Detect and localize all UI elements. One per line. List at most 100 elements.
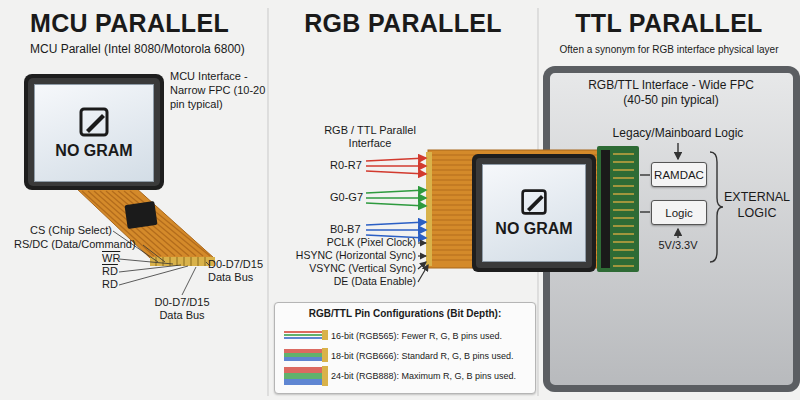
pcb-connector: [597, 146, 639, 272]
leader-line: [182, 267, 196, 295]
mcu-fpc: [184, 257, 185, 266]
mcu-fpc: [124, 191, 203, 256]
pcb-connector: [613, 193, 634, 195]
mcu-fpc: [177, 257, 178, 266]
pcb-connector: [597, 146, 639, 272]
box-label: Logic: [665, 207, 693, 219]
pcb-connector: [613, 225, 634, 227]
signal-name: RD: [102, 278, 118, 291]
signal-name: R0-R7: [330, 159, 362, 172]
display-screen: NO GRAM: [482, 164, 586, 262]
pcb-connector: [613, 153, 634, 155]
mcu-display-bezel: [24, 74, 164, 190]
pcb-connector: [613, 185, 634, 187]
bus-label: D0-D7/D15 Data Bus: [208, 258, 268, 284]
box-label: RAMDAC: [654, 169, 704, 181]
pcb-connector: [613, 201, 634, 203]
no-gram-icon: [520, 188, 548, 216]
logic-arrow: [640, 174, 650, 175]
mcu-display-bezel: [28, 78, 160, 186]
leader-line: [119, 266, 188, 285]
leader-line: [119, 265, 181, 272]
leader-line: [119, 259, 173, 264]
signal-name: WR: [102, 252, 120, 265]
display-screen: NO GRAM: [34, 84, 154, 182]
mcu-fpc: [191, 257, 192, 266]
pcb-connector: [613, 209, 634, 211]
signal-name: PCLK (Pixel Clock): [282, 236, 416, 249]
signal-arrow: [418, 255, 426, 256]
signal-arrow: [418, 265, 428, 282]
mcu-fpc: [205, 257, 206, 266]
mcu-display-bezel: [24, 74, 164, 190]
mcu-fpc: [170, 257, 171, 266]
pcb-connector: [613, 161, 634, 163]
signal-arrow: [418, 262, 426, 269]
section-heading: MCU PARALLEL: [30, 8, 229, 38]
signal-arrow: [366, 171, 426, 174]
section-heading: TTL PARALLEL: [538, 8, 800, 38]
rgb-fpc: [426, 152, 432, 266]
pcb-connector: [613, 169, 634, 171]
signal-arrow: [366, 158, 426, 161]
leader-line: [143, 245, 165, 262]
group-label: EXTERNAL LOGIC: [722, 190, 792, 221]
rgb-display-bezel: [476, 158, 592, 268]
no-gram-icon: [78, 106, 110, 138]
logic-arrow: [677, 229, 678, 238]
signal-name: G0-G7: [330, 191, 363, 204]
logic-note: Legacy/Mainboard Logic: [603, 126, 753, 140]
voltage-label: 5V/3.3V: [650, 239, 706, 252]
logic-arrow: [677, 143, 678, 159]
signal-arrow: [366, 222, 426, 225]
signal-arrow: [366, 197, 426, 199]
section-divider: [268, 8, 269, 396]
interface-note: MCU Interface - Narrow FPC (10-20 pin ty…: [170, 70, 268, 111]
signal-arrow: [366, 203, 426, 206]
no-gram-icon: [86, 114, 105, 133]
section-subtitle: MCU Parallel (Intel 8080/Motorola 6800): [30, 42, 245, 56]
config-row: 16-bit (RGB565): Fewer R, G, B pins used…: [331, 331, 502, 341]
pcb-connector: [613, 249, 634, 251]
pcb-connector: [613, 233, 634, 235]
signal-name: HSYNC (Horizontal Sync): [282, 249, 416, 262]
config-row: 18-bit (RGB666): Standard R, G, B pins u…: [331, 351, 514, 361]
signal-name: RS/DC (Data/Command): [14, 238, 136, 251]
signal-name: B0-B7: [330, 223, 361, 236]
signal-arrow: [366, 165, 426, 167]
panel-heading: RGB/TTL Interface - Wide FPC (40-50 pin …: [576, 78, 766, 108]
signal-arrow: [366, 190, 426, 193]
no-gram-icon: [523, 191, 546, 214]
rgb-fpc: [426, 150, 606, 268]
no-gram-icon: [81, 109, 107, 135]
no-gram-icon: [527, 195, 544, 212]
logic-box: RAMDAC: [651, 162, 707, 187]
logic-arrow: [640, 211, 650, 212]
pcb-connector: [613, 154, 634, 266]
signal-arrow: [366, 229, 426, 231]
mcu-fpc: [124, 201, 157, 229]
pcb-connector: [613, 177, 634, 179]
mcu-fpc: [198, 257, 199, 266]
signal-name: RD: [102, 265, 118, 278]
pcb-connector: [613, 217, 634, 219]
rgb-fpc: [428, 150, 606, 268]
pin-config-box: RGB/TTL Pin Configurations (Bit Depth): 1…: [274, 302, 536, 394]
screen-text: NO GRAM: [495, 220, 572, 238]
signal-name: VSYNC (Vertical Sync): [282, 262, 416, 275]
signal-name: DE (Data Enable): [282, 275, 416, 288]
pcb-connector: [601, 150, 610, 268]
mcu-fpc: [163, 257, 164, 266]
pcb-connector: [613, 265, 634, 267]
mcu-fpc: [156, 257, 157, 266]
rgb-display-bezel: [472, 154, 596, 272]
screen-text: NO GRAM: [55, 142, 132, 160]
section-heading: RGB PARALLEL: [268, 8, 538, 38]
interface-note: RGB / TTL Parallel Interface: [312, 124, 428, 150]
pcb-connector: [613, 241, 634, 243]
bus-label: D0-D7/D15 Data Bus: [146, 296, 218, 322]
box-heading: RGB/TTL Pin Configurations (Bit Depth):: [275, 308, 535, 319]
signal-name: CS (Chip Select): [30, 224, 112, 237]
signal-arrow: [418, 242, 426, 243]
